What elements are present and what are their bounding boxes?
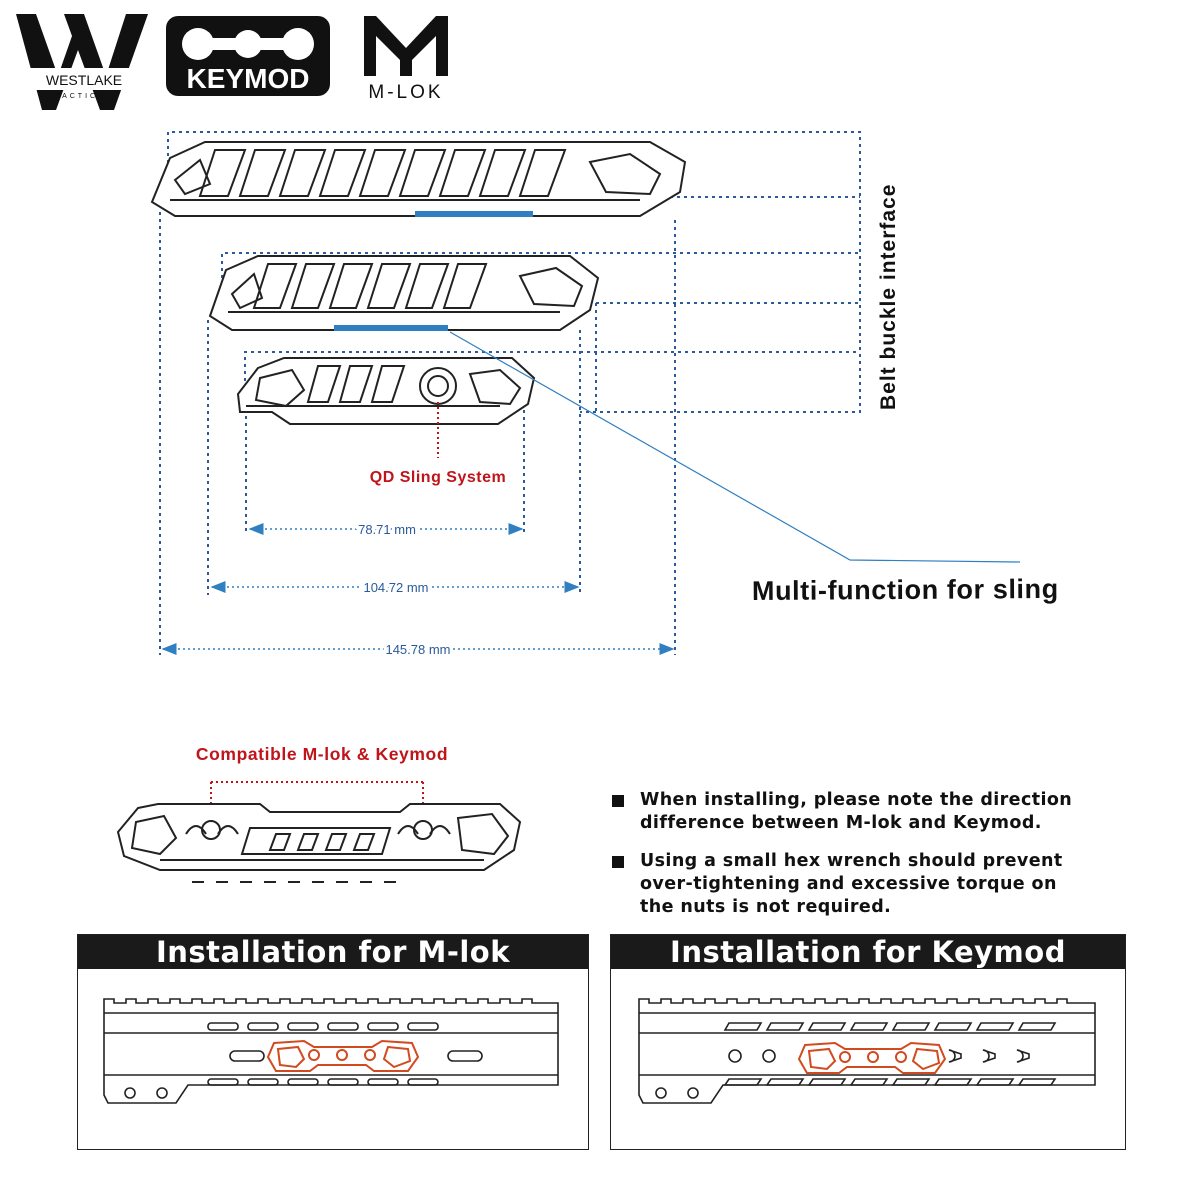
rail-mounted-keymod — [797, 1041, 947, 1074]
bullet-icon — [612, 795, 624, 807]
rail-mounted-mlok — [266, 1039, 420, 1072]
install-panel-keymod: Installation for Keymod — [610, 934, 1126, 1150]
rail-medium-highlight — [334, 325, 448, 331]
rail-medium — [208, 255, 600, 331]
rail-dimension-diagram: QD Sling System Multi-function for sling… — [150, 131, 1059, 660]
compat-pointer — [210, 781, 424, 828]
handguard-keymod — [638, 998, 1096, 1104]
dimension-78-label: 78.71 mm — [358, 522, 416, 537]
mlok-logo: M-LOK — [356, 10, 456, 103]
compatible-diagram: Compatible M-lok & Keymod — [116, 744, 522, 883]
keymod-logo-text: KEYMOD — [187, 63, 310, 94]
note-hex-wrench: Using a small hex wrench should prevent … — [612, 850, 1132, 922]
install-panel-mlok: Installation for M-lok — [77, 934, 589, 1150]
dimension-104: 104.72 mm — [210, 577, 580, 598]
mlok-logo-text: M-LOK — [368, 82, 443, 102]
westlake-sub: TACTICAL — [55, 93, 112, 100]
note-hex-wrench-text: Using a small hex wrench should prevent … — [640, 851, 1063, 917]
rail-long-highlight — [415, 211, 533, 217]
note-direction-text: When installing, please note the directi… — [640, 790, 1073, 833]
rail-short — [236, 357, 536, 425]
install-title-keymod: Installation for Keymod — [611, 935, 1125, 969]
handguard-mlok — [103, 998, 559, 1104]
dimension-104-label: 104.72 mm — [363, 580, 428, 595]
dimension-145-label: 145.78 mm — [385, 642, 450, 657]
qd-label: QD Sling System — [370, 469, 506, 486]
multi-function-leader — [449, 331, 1021, 563]
rail-long — [150, 141, 687, 217]
belt-buckle-label: Belt buckle interface — [877, 184, 900, 410]
westlake-logo: WESTLAKE TACTICAL — [14, 10, 154, 114]
westlake-name: WESTLAKE — [46, 72, 122, 88]
dimension-145: 145.78 mm — [161, 639, 675, 660]
compat-label: Compatible M-lok & Keymod — [196, 744, 448, 764]
install-title-mlok: Installation for M-lok — [78, 935, 588, 969]
dimension-78: 78.71 mm — [248, 519, 524, 540]
westlake-logo-mark: WESTLAKE TACTICAL — [16, 14, 148, 110]
rail-compatible — [116, 803, 522, 871]
bullet-icon — [612, 856, 624, 868]
multi-function-label: Multi-function for sling — [752, 574, 1059, 606]
note-direction: When installing, please note the directi… — [612, 789, 1132, 837]
keymod-logo: KEYMOD — [164, 14, 332, 98]
